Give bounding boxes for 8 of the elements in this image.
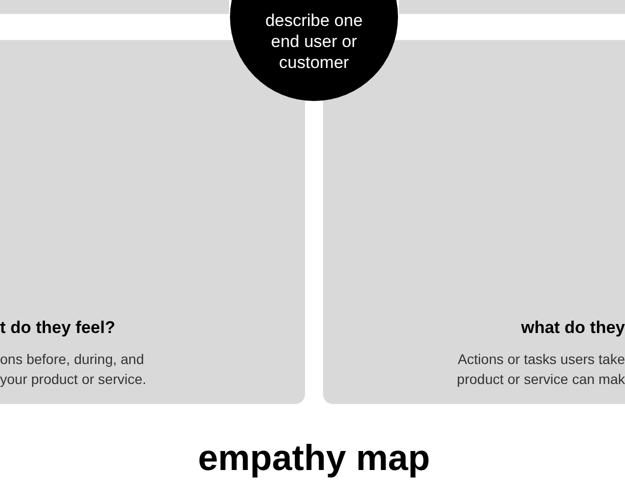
panel-description: ons before, during, and your product or service.: [0, 350, 148, 388]
panel-heading: t do they feel?: [0, 317, 116, 339]
panel-description: Actions or tasks users take product or service can mak: [456, 350, 625, 388]
diagram-title: empathy map: [196, 436, 432, 480]
circle-text: describe one end user or customer: [264, 10, 364, 73]
quadrant-panel: [399, 0, 625, 14]
panel-heading: what do they: [521, 317, 625, 339]
quadrant-panel: [0, 0, 229, 14]
